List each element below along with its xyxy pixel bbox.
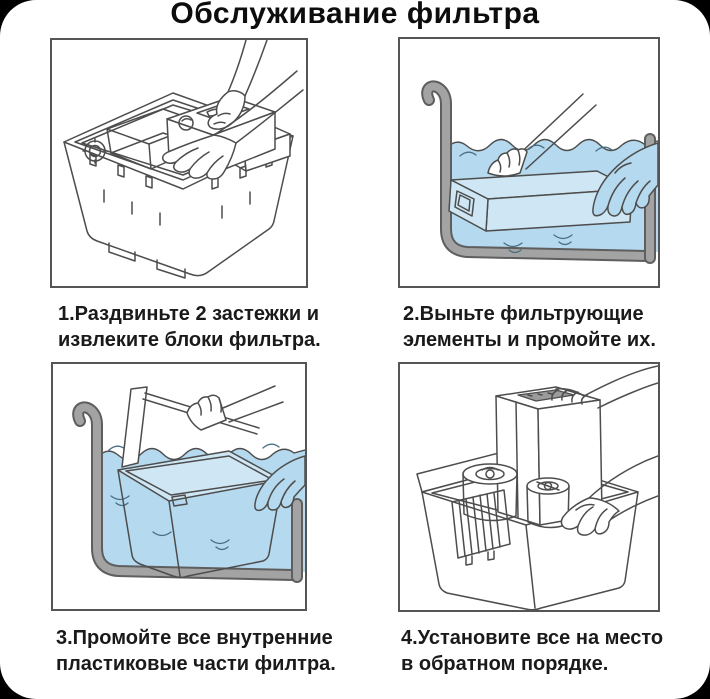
step-1-caption-line2: извлеките блоки фильтра. (58, 329, 321, 351)
step-3-caption: 3.Промойте все внутренние пластиковые ча… (56, 625, 336, 677)
step-4-caption: 4.Установите все на место в обратном пор… (401, 625, 663, 677)
step-1-panel (50, 38, 308, 288)
step-1-caption-line1: 1.Раздвиньте 2 застежки и (58, 303, 320, 325)
step-1-caption: 1.Раздвиньте 2 застежки и извлеките блок… (58, 301, 321, 353)
step-3-caption-line2: пластиковые части филтра. (56, 653, 336, 675)
step-2-illustration (421, 80, 658, 264)
step-4-caption-line2: в обратном порядке. (401, 653, 609, 675)
step-1-illustration (63, 40, 304, 279)
step-3-illustration (72, 385, 305, 583)
step-4-caption-line1: 4.Установите все на место (401, 627, 664, 649)
page-title: Обслуживание фильтра (170, 0, 540, 30)
step-3-panel (51, 362, 307, 611)
step-2-caption-line2: элементы и промойте их. (403, 329, 656, 351)
step-2-caption: 2.Выньте фильтрующие элементы и промойте… (403, 301, 656, 353)
step-3-caption-line1: 3.Промойте все внутренние (56, 627, 333, 649)
step-2-panel (398, 37, 660, 288)
step-4-panel (398, 362, 660, 612)
step-4-illustration (416, 365, 658, 610)
step-2-caption-line1: 2.Выньте фильтрующие (403, 303, 644, 325)
